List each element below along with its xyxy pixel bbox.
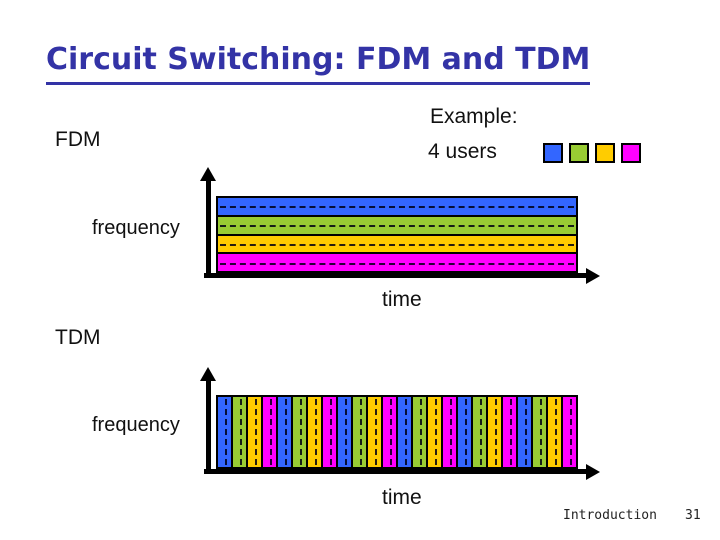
fdm-user-band [218,233,576,253]
tdm-user-slot [531,397,546,467]
tdm-y-axis-line [206,380,211,469]
slot-center-dashed-line [299,399,302,465]
tdm-user-slot [366,397,381,467]
slot-center-dashed-line [269,399,272,465]
tdm-user-slot [231,397,246,467]
slot-center-dashed-line [554,399,557,465]
tdm-user-slot [471,397,486,467]
fdm-frequency-axis-label: frequency [92,217,180,239]
tdm-user-slot [546,397,561,467]
fdm-y-axis-line [206,180,211,273]
user-color-swatch [543,143,563,163]
footer-section-label: Introduction [563,508,657,523]
user-color-swatch [595,143,615,163]
band-center-dashed-line [220,262,574,265]
slot-center-dashed-line [254,399,257,465]
slot-center-dashed-line [479,399,482,465]
tdm-frequency-axis-label: frequency [92,414,180,436]
slot-center-dashed-line [539,399,542,465]
tdm-user-slot [246,397,261,467]
tdm-user-slot [351,397,366,467]
slot-center-dashed-line [224,399,227,465]
tdm-user-slot [456,397,471,467]
fdm-time-axis-label: time [382,288,422,311]
tdm-user-slot [561,397,576,467]
example-label: Example: [430,105,518,128]
slot-center-dashed-line [509,399,512,465]
user-color-legend [543,143,641,163]
slot-center-dashed-line [374,399,377,465]
fdm-user-band [218,214,576,234]
tdm-user-slot [291,397,306,467]
slot-center-dashed-line [314,399,317,465]
slot-center-dashed-line [524,399,527,465]
slot-center-dashed-line [389,399,392,465]
tdm-user-slot [486,397,501,467]
tdm-section-label: TDM [55,326,101,349]
slot-center-dashed-line [449,399,452,465]
fdm-user-band [218,252,576,271]
slot-center-dashed-line [419,399,422,465]
tdm-user-slot [381,397,396,467]
tdm-y-axis-arrow-icon [200,367,216,381]
tdm-time-axis-label: time [382,486,422,509]
tdm-user-slot [321,397,336,467]
footer-page-number: 31 [685,508,701,523]
slot-center-dashed-line [329,399,332,465]
tdm-user-slot [306,397,321,467]
tdm-user-slot [516,397,531,467]
user-color-swatch [621,143,641,163]
slot-center-dashed-line [464,399,467,465]
band-center-dashed-line [220,243,574,246]
slot-center-dashed-line [344,399,347,465]
fdm-x-axis-arrow-icon [586,268,600,284]
tdm-user-slot [218,397,231,467]
users-count-label: 4 users [428,140,497,163]
slot-center-dashed-line [404,399,407,465]
tdm-x-axis-arrow-icon [586,464,600,480]
tdm-user-slot [501,397,516,467]
tdm-user-slot [426,397,441,467]
slot-center-dashed-line [569,399,572,465]
fdm-y-axis-arrow-icon [200,167,216,181]
tdm-user-slot [411,397,426,467]
slot-center-dashed-line [359,399,362,465]
slot-center-dashed-line [239,399,242,465]
user-color-swatch [569,143,589,163]
tdm-user-slot [261,397,276,467]
slide-title: Circuit Switching: FDM and TDM [46,42,591,85]
fdm-section-label: FDM [55,128,101,151]
slot-center-dashed-line [494,399,497,465]
fdm-user-band [218,198,576,215]
tdm-user-slot [396,397,411,467]
tdm-user-slot [336,397,351,467]
fdm-frequency-bands [216,196,578,273]
tdm-time-slots [216,395,578,469]
tdm-user-slot [441,397,456,467]
band-center-dashed-line [220,225,574,228]
band-center-dashed-line [220,206,574,209]
tdm-x-axis-line [204,469,588,474]
slot-center-dashed-line [434,399,437,465]
slot-center-dashed-line [284,399,287,465]
fdm-x-axis-line [204,273,588,278]
tdm-user-slot [276,397,291,467]
